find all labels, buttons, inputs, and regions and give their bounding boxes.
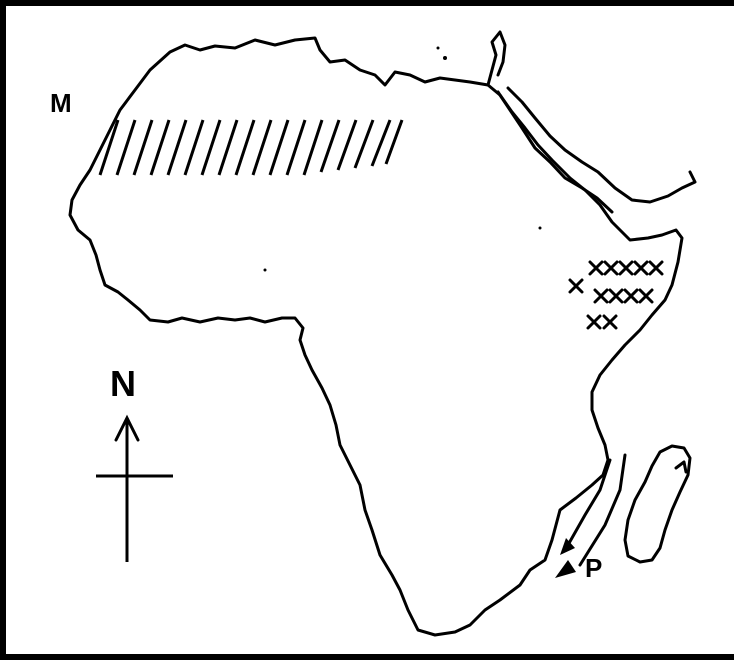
- hatched-region: [98, 119, 404, 176]
- label-m: M: [50, 88, 72, 118]
- scan-speckles: [263, 46, 542, 658]
- north-arrow-icon: [114, 414, 140, 442]
- label-north: N: [110, 363, 136, 404]
- madagascar-outline: [623, 444, 692, 564]
- x-marked-region: [568, 260, 664, 330]
- red-sea-shore-west: [496, 90, 614, 214]
- africa-coastline: [68, 36, 684, 637]
- current-arrows: [566, 453, 627, 567]
- label-p: P: [585, 553, 603, 583]
- compass-icon: [96, 420, 173, 562]
- island-fragment: [674, 460, 688, 474]
- red-sea-shore-east: [506, 86, 697, 204]
- arrow-heads: [555, 538, 576, 578]
- sinai-coast: [486, 30, 507, 87]
